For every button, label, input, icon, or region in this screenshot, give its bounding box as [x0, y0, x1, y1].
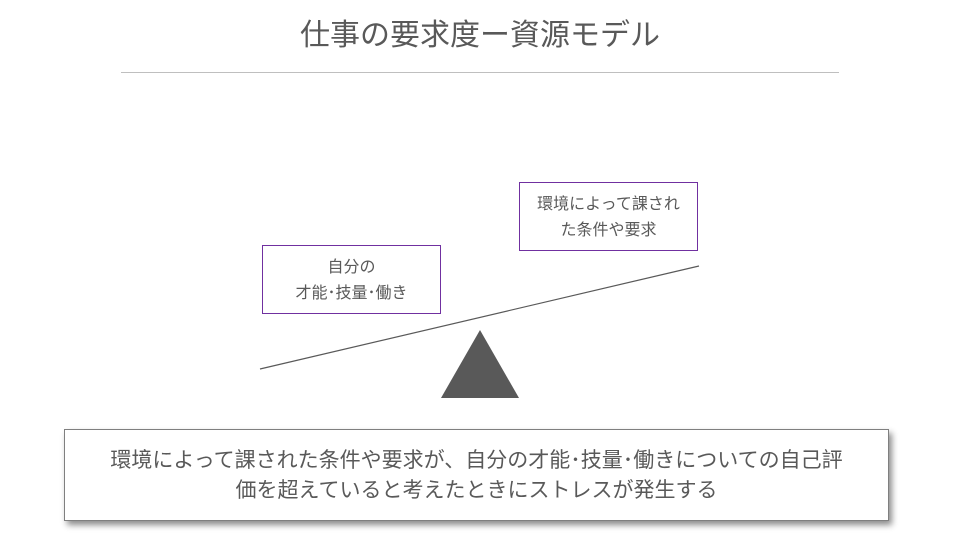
environmental-demands-label: 環境によって課され た条件や要求 — [537, 193, 680, 239]
page-title: 仕事の要求度ー資源モデル — [300, 18, 660, 53]
environmental-demands-box: 環境によって課され た条件や要求 — [519, 182, 698, 251]
title-divider — [121, 72, 839, 73]
fulcrum-triangle — [441, 330, 519, 398]
personal-resources-box: 自分の 才能･技量･働き — [262, 245, 441, 314]
summary-text: 環境によって課された条件や要求が、自分の才能･技量･働きについての自己評 価を超… — [110, 448, 843, 502]
summary-box: 環境によって課された条件や要求が、自分の才能･技量･働きについての自己評 価を超… — [64, 429, 889, 521]
personal-resources-label: 自分の 才能･技量･働き — [295, 256, 408, 302]
balance-beam — [259, 265, 700, 370]
